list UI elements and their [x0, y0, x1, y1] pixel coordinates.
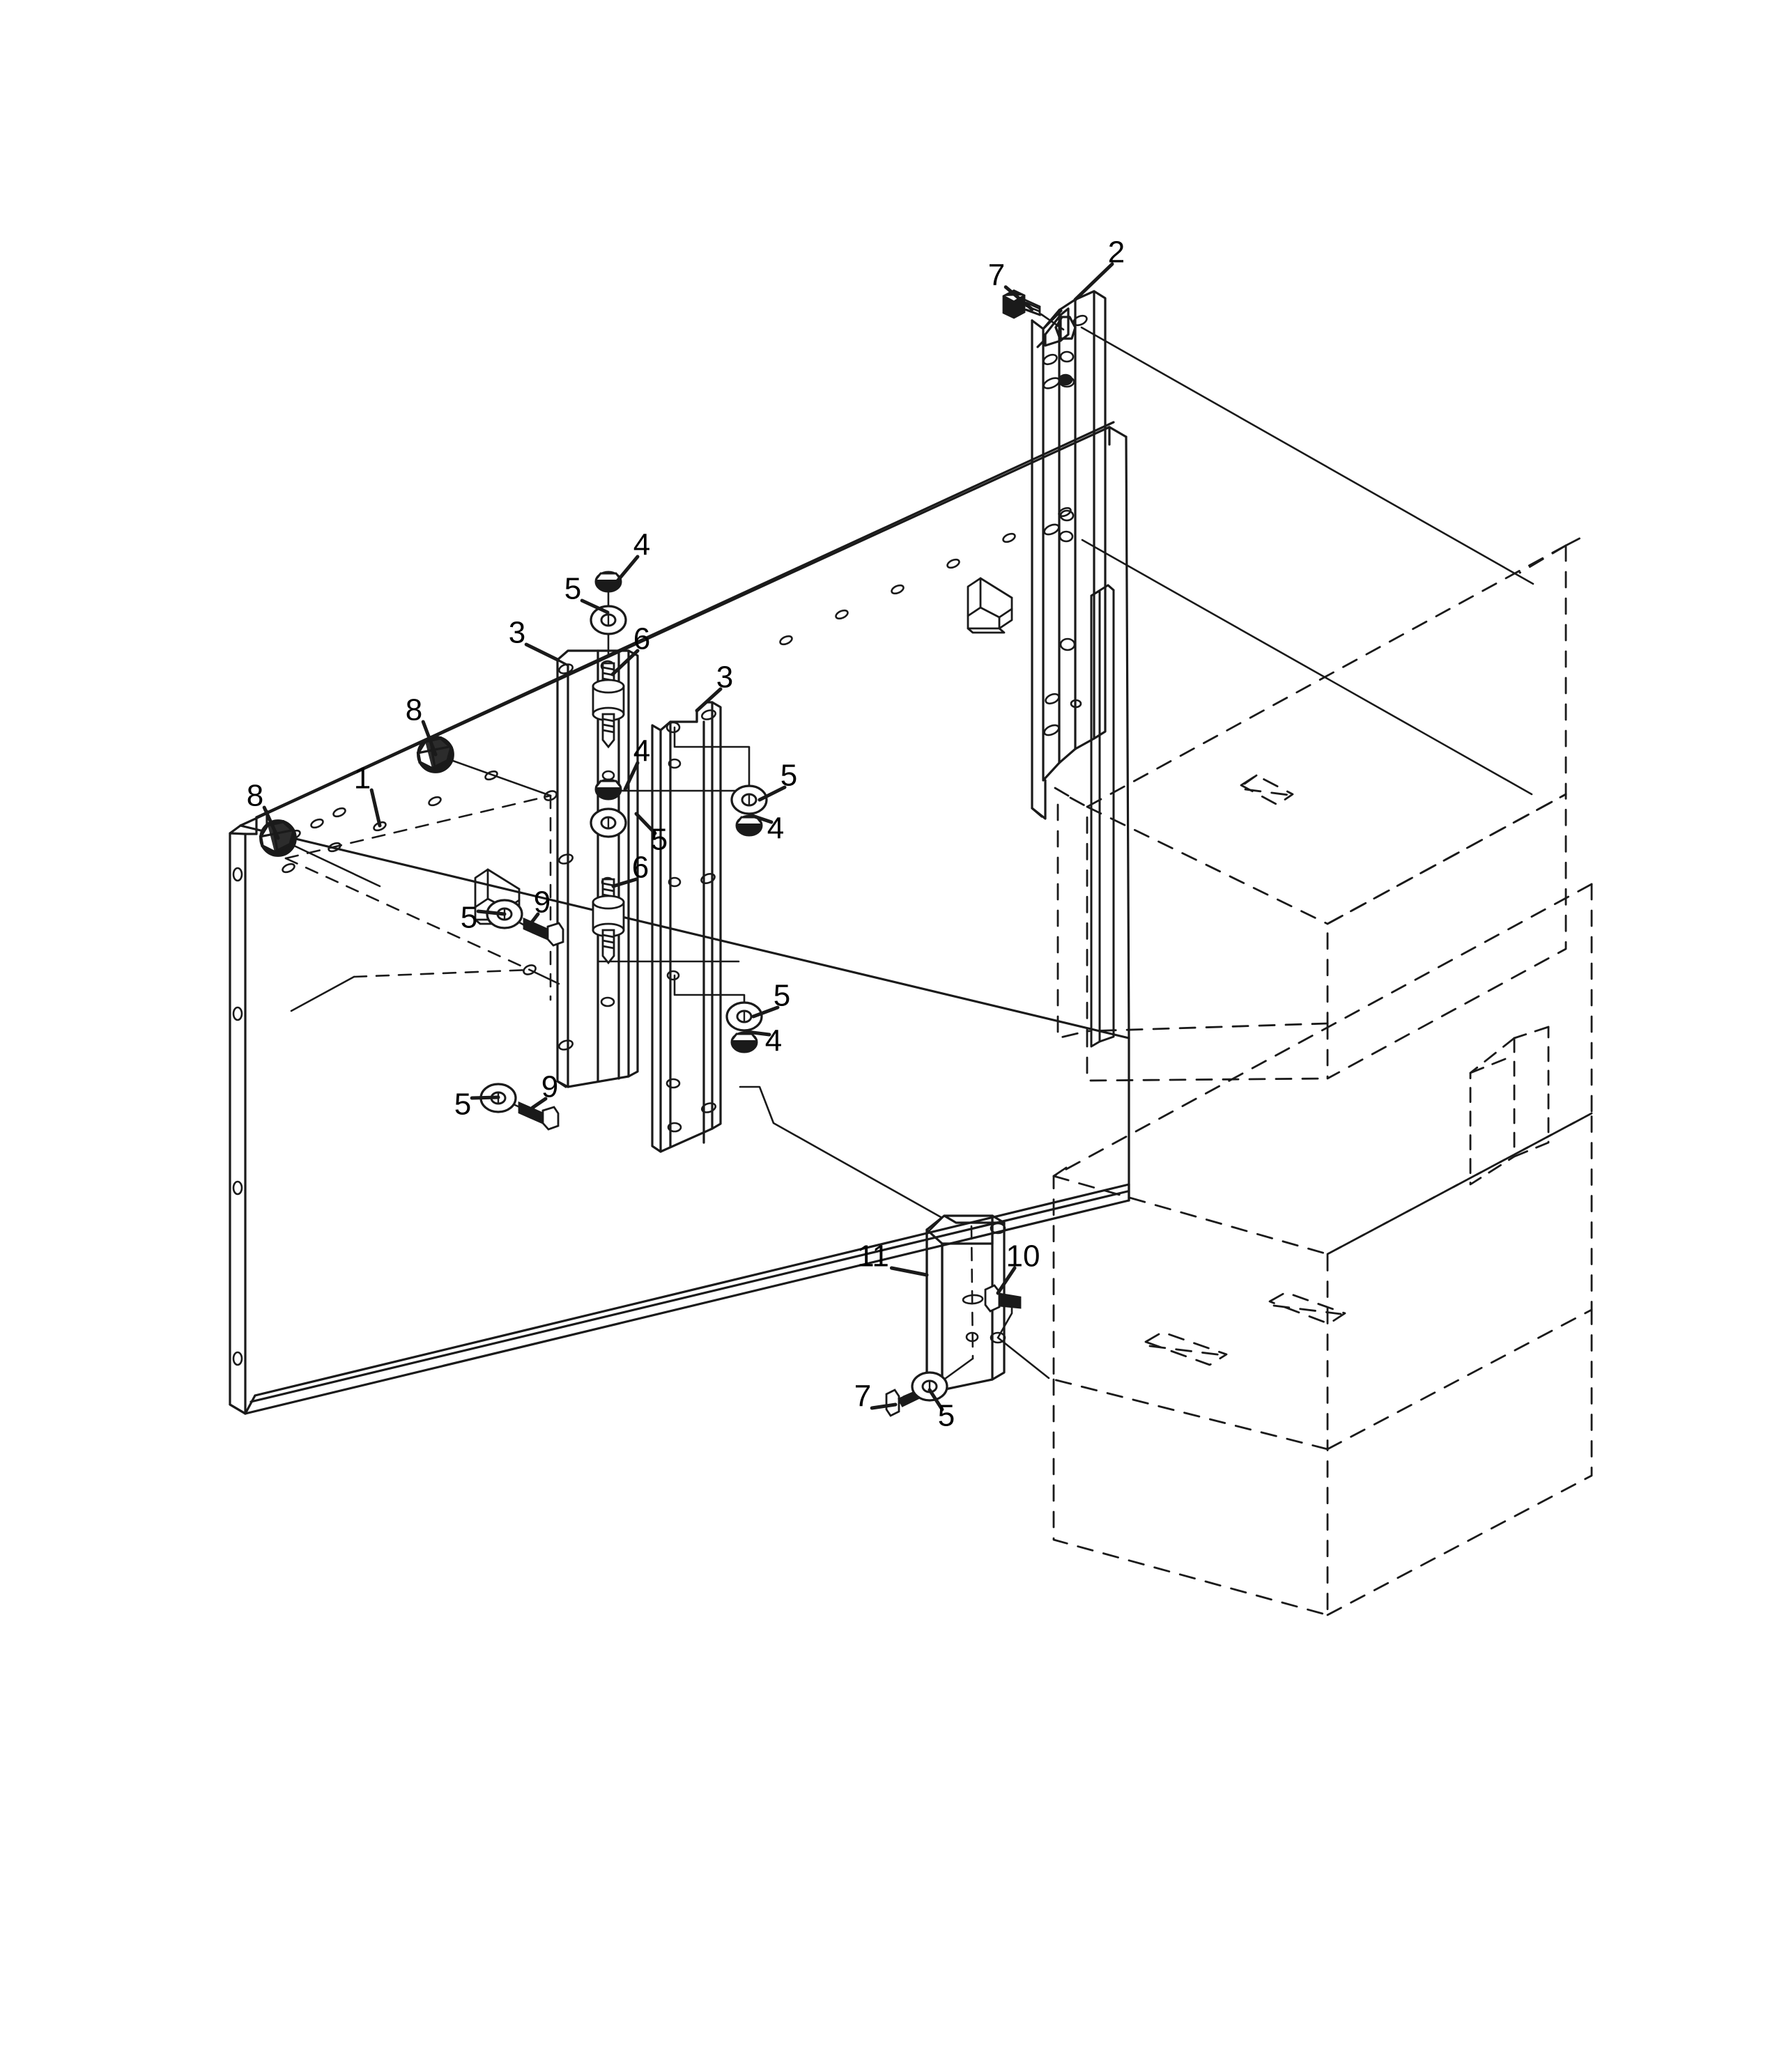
callout-layer	[262, 262, 1114, 1412]
panel-top-rail-holes	[282, 507, 1072, 874]
callout-number-9: 9	[534, 886, 551, 920]
tall-bracket-holes	[1043, 314, 1088, 736]
callout-leader-3	[695, 687, 723, 713]
callout-number-4: 4	[633, 528, 650, 562]
hex-nut-part4-b	[594, 778, 622, 801]
callout-text-layer: 2 7 4 5 3 6 8 1 8 3 4 5 5 4 6 9 5 5 4 9 5 11 10 7 5	[247, 235, 1125, 1433]
callout-leader-4	[623, 761, 640, 791]
main-back-panel-part1	[229, 421, 1130, 1415]
callout-leader-5	[928, 1388, 944, 1412]
callout-leader-6	[611, 877, 638, 888]
phantom-cabinet-lower	[1052, 883, 1593, 1616]
callout-number-9: 9	[541, 1070, 558, 1104]
callout-number-3: 3	[509, 616, 525, 650]
tall-bracket-backing-plate	[1090, 584, 1115, 1048]
tall-upright-bracket-part2	[1031, 290, 1107, 820]
callout-leader-5	[757, 785, 787, 802]
callout-number-7: 7	[854, 1379, 871, 1414]
lower-bracket-holes	[962, 1222, 1006, 1344]
callout-leader-7	[1003, 285, 1034, 311]
callout-leader-1	[369, 788, 382, 828]
callout-number-8: 8	[406, 693, 422, 727]
callout-leader-5	[634, 812, 657, 835]
callout-number-4: 4	[767, 812, 784, 846]
lower-bracket-hidden-centerline	[970, 1225, 974, 1360]
callout-number-3: 3	[716, 660, 733, 695]
callout-leader-5	[476, 909, 507, 916]
mount-bracket-right-holes	[666, 709, 716, 1133]
hex-head-bolt-part7-a	[1002, 289, 1041, 319]
callout-number-5: 5	[938, 1399, 955, 1433]
flat-washer-part5-a	[590, 605, 627, 635]
callout-number-4: 4	[633, 734, 650, 768]
flat-washer-part5-b	[590, 807, 627, 838]
shoulder-screw-part9-b	[518, 1101, 560, 1131]
mount-bracket-part3-right	[651, 701, 722, 1153]
threaded-stud-part6-b	[592, 878, 625, 965]
callout-number-7: 7	[988, 258, 1005, 293]
phantom-cabinet-upper-top-face	[1054, 544, 1567, 799]
callout-number-5: 5	[564, 572, 581, 606]
panel-clip-upper	[967, 577, 1013, 634]
callout-leader-4	[748, 813, 774, 824]
callout-leader-7	[870, 1402, 898, 1410]
callout-number-8: 8	[247, 779, 263, 813]
callout-number-5: 5	[651, 823, 668, 857]
callout-number-5: 5	[461, 901, 477, 935]
callout-number-6: 6	[633, 622, 650, 656]
phantom-cabinet-support	[1469, 1026, 1550, 1186]
flat-washer-part5-g	[911, 1371, 948, 1402]
callout-leader-10	[996, 1266, 1017, 1295]
callout-leader-8	[262, 805, 280, 840]
callout-number-5: 5	[774, 979, 790, 1013]
callout-leader-5	[470, 1095, 500, 1100]
lower-mount-bracket-part11	[925, 1214, 1006, 1391]
callout-leader-2	[1073, 262, 1114, 302]
callout-number-6: 6	[632, 851, 649, 885]
panel-left-flange-holes	[232, 867, 243, 1366]
panel-hidden-hole-pattern	[284, 794, 552, 1001]
socket-screw-part10	[984, 1284, 1022, 1313]
panel-tie-lines	[277, 753, 560, 1012]
callout-leader-6	[610, 649, 640, 677]
phantom-cabinet-upper	[1056, 535, 1585, 1082]
callout-leader-4	[745, 1030, 771, 1037]
callout-number-2: 2	[1108, 235, 1125, 270]
callout-leader-9	[525, 912, 540, 931]
callout-number-5: 5	[780, 759, 797, 793]
callout-number-1: 1	[354, 761, 371, 796]
callout-leader-5	[580, 598, 610, 614]
callout-leader-4	[615, 555, 640, 584]
callout-number-5: 5	[454, 1088, 471, 1122]
callout-leader-3	[524, 642, 560, 662]
threaded-stud-part6-a	[592, 662, 625, 749]
hex-nut-part4-d	[730, 1031, 758, 1053]
callout-number-11: 11	[857, 1239, 889, 1274]
callout-number-4: 4	[765, 1024, 782, 1058]
callout-leader-9	[530, 1097, 548, 1110]
callout-leader-11	[889, 1266, 929, 1277]
callout-leader-8	[421, 720, 438, 757]
callout-leader-5	[751, 1005, 780, 1019]
callout-number-10: 10	[1006, 1239, 1040, 1274]
